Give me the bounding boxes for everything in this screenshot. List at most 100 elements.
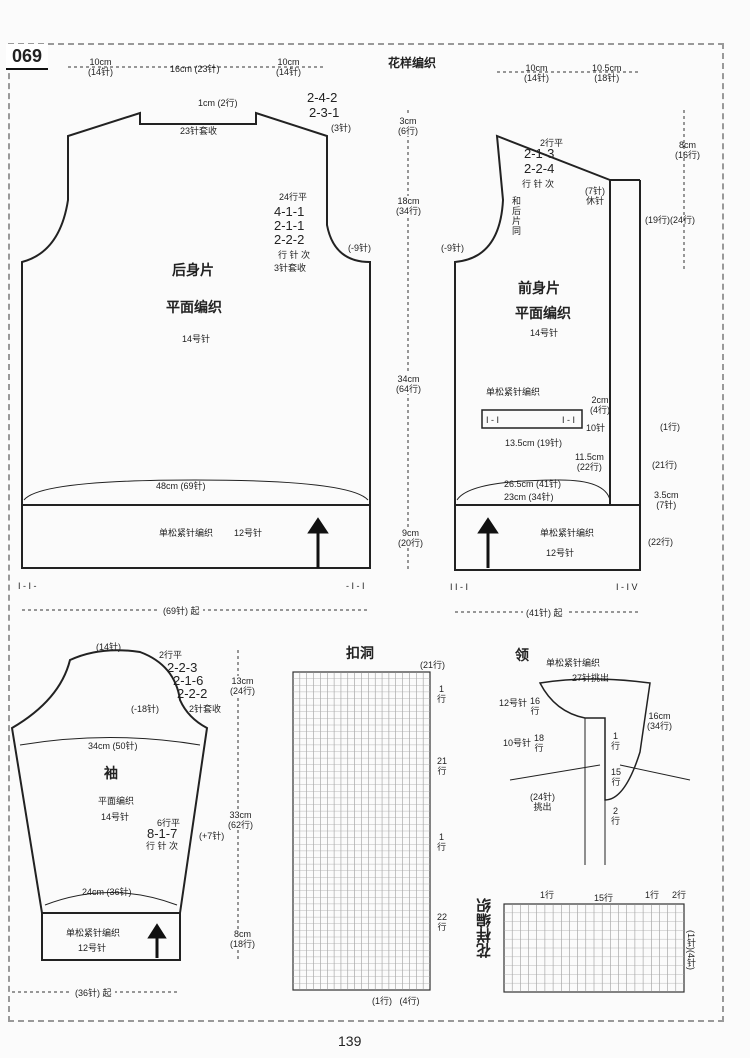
pocket-position: 11.5cm (22行) — [575, 452, 604, 472]
front-shoulder-head: 行 针 次 — [522, 179, 555, 189]
pocket-stitch: 单松紧针编织 — [486, 387, 541, 397]
sleeve-body-total: (+7针) — [199, 831, 225, 841]
back-dim-top-mid: 16cm (23针) — [170, 64, 220, 74]
back-shoulder-note: (3针) — [331, 123, 351, 133]
back-armhole-flat: 24行平 — [279, 192, 308, 202]
back-armhole-bind: 3针套收 — [274, 263, 307, 273]
sleeve-cap-dec-2: 2-1-6 — [173, 673, 204, 688]
back-neck-bind: 23针套收 — [180, 126, 218, 136]
collar-rib: 单松紧针编织 — [546, 658, 601, 668]
pocket-label-left: I - I — [486, 415, 499, 425]
pocket-label-right: I - I — [562, 415, 575, 425]
back-outline — [21, 111, 371, 569]
collar-title: 领 — [515, 647, 529, 663]
height-body: 34cm (64行) — [396, 374, 422, 394]
back-needle: 14号针 — [182, 334, 211, 344]
pattern-number: 069 — [6, 44, 48, 70]
sleeve-cuff-height: 8cm (18行) — [230, 929, 256, 949]
front-edge-left: I I - I — [450, 582, 468, 592]
sleeve-rib-needle: 12号针 — [78, 943, 107, 953]
front-rest: (7针) 休针 — [585, 186, 605, 206]
collar-r16: 16 行 — [530, 696, 541, 716]
front-dim-top-left: 10cm (14针) — [524, 63, 550, 83]
page-frame — [8, 43, 724, 1022]
front-shoulder-flat: 2行平 — [540, 138, 564, 148]
back-armhole-total: (-9针) — [348, 243, 371, 253]
front-armhole-total: (-9针) — [441, 243, 464, 253]
front-dim-top-right: 10.5cm (18针) — [592, 63, 622, 83]
chart-top-label-2: 15行 — [594, 893, 614, 903]
front-row-1: (1行) — [660, 422, 680, 432]
sleeve-cast-on: (36针) 起 — [72, 988, 115, 998]
sleeve-cap-dec-3: 2-2-2 — [177, 686, 208, 701]
sleeve-cap-bind: 2针套收 — [189, 704, 222, 714]
front-name: 前身片 — [518, 280, 560, 296]
collar-needle-12: 12号针 — [499, 698, 528, 708]
chart-side: (1针)(4针) — [686, 930, 696, 970]
back-dim-top-left: 10cm (14针) — [88, 57, 114, 77]
front-row-22: (22行) — [648, 537, 674, 547]
front-width-1: 26.5cm (41针) — [504, 479, 562, 489]
collar-r1: 1 行 — [611, 731, 621, 751]
buttonhole-title: 扣洞 — [346, 645, 374, 661]
sleeve-cap-height: 13cm (24行) — [230, 676, 256, 696]
page-number: 139 — [338, 1033, 362, 1049]
height-rib: 9cm (20行) — [398, 528, 424, 548]
collar-pickup: 27针挑出 — [572, 673, 610, 683]
sleeve-body-height: 33cm (62行) — [228, 810, 254, 830]
back-shoulder-dec-2: 2-3-1 — [309, 105, 340, 120]
front-shoulder-dec-2: 2-2-4 — [524, 161, 555, 176]
sleeve-top: (14针) — [96, 642, 122, 652]
chart-title: 花样编织 — [476, 898, 493, 958]
sleeve-cap-total: (-18针) — [131, 704, 160, 714]
sleeve-width: 34cm (50针) — [88, 741, 138, 751]
collar-needle-10: 10号针 — [503, 738, 532, 748]
front-cast-on: (41针) 起 — [523, 608, 566, 618]
front-shoulder-dec-1: 2-1-3 — [524, 146, 555, 161]
sleeve-cap-dec-1: 2-2-3 — [167, 660, 198, 675]
pocket-width: 13.5cm (19针) — [505, 438, 563, 448]
back-shoulder-dec-1: 2-4-2 — [307, 90, 338, 105]
pocket-rows: 10针 — [586, 423, 606, 433]
front-same-as-back: 和 后 片 同 — [512, 196, 522, 236]
back-armhole-dec-1: 4-1-1 — [274, 204, 305, 219]
chart-top-label-1: 1行 — [540, 890, 555, 900]
back-width: 48cm (69针) — [156, 481, 206, 491]
front-rows-19-24: (19行)(24行) — [645, 215, 696, 225]
back-armhole-dec-2: 2-1-1 — [274, 218, 305, 233]
front-placket-height: 8cm (16行) — [675, 140, 701, 160]
sleeve-rib: 单松紧针编织 — [66, 928, 121, 938]
chart-top-label-3: 1行 — [645, 890, 660, 900]
buttonhole-bottom: (1行) (4行) — [372, 996, 420, 1006]
sleeve-cap-flat: 2行平 — [159, 650, 183, 660]
back-neck: 1cm (2行) — [198, 98, 238, 108]
sleeve-cuff-width: 24cm (36针) — [82, 887, 132, 897]
back-rib: 单松紧针编织 — [159, 528, 214, 538]
collar-pick2: (24针) 挑出 — [530, 792, 556, 812]
front-width-2: 23cm (34针) — [504, 492, 554, 502]
buttonhole-row-22: 22 行 — [437, 912, 448, 932]
buttonhole-row-1a: 1 行 — [437, 684, 447, 704]
back-rib-needle: 12号针 — [234, 528, 263, 538]
sleeve-stitch: 平面编织 — [98, 796, 135, 806]
height-armhole: 18cm (34行) — [396, 196, 422, 216]
buttonhole-rows-top: (21行) — [420, 660, 446, 670]
back-armhole-head: 行 针 次 — [278, 250, 311, 260]
pocket-height: 2cm (4行) — [590, 395, 610, 415]
sleeve-body-inc: 8-1-7 — [147, 826, 178, 841]
front-needle: 14号针 — [530, 328, 559, 338]
collar-outline — [538, 678, 651, 801]
front-stitch: 平面编织 — [515, 305, 571, 321]
sleeve-body-head: 行 针 次 — [146, 841, 179, 851]
back-cast-on: (69针) 起 — [160, 606, 203, 616]
sleeve-body-flat: 6行平 — [157, 818, 181, 828]
sleeve-needle: 14号针 — [101, 812, 130, 822]
back-edge-right: - I - I — [346, 581, 365, 591]
collar-r15: 15 行 — [611, 767, 622, 787]
chart-top-label-4: 2行 — [672, 890, 687, 900]
buttonhole-row-1b: 1 行 — [437, 832, 447, 852]
front-band: 3.5cm (7针) — [654, 490, 679, 510]
front-edge-right: I - I V — [616, 582, 638, 592]
